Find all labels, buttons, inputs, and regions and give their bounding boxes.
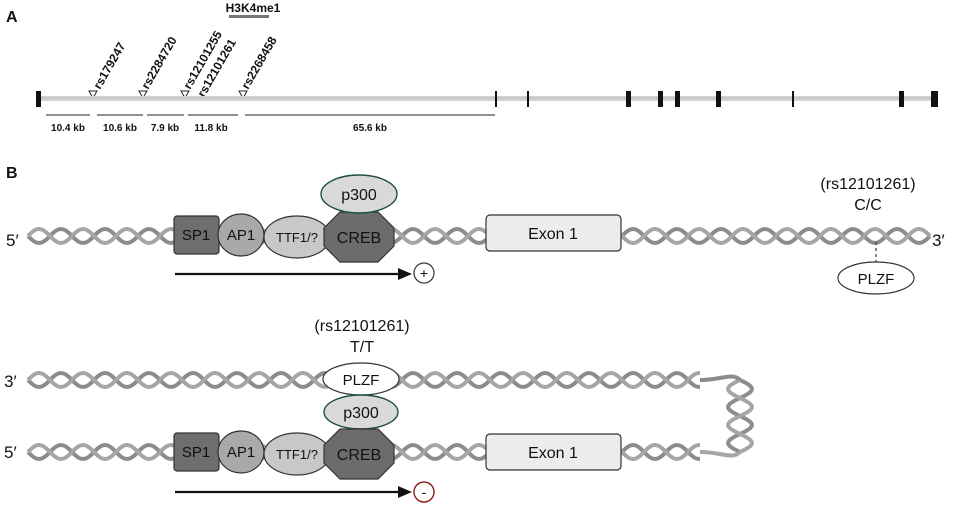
snp-marker-triangle: [180, 90, 190, 100]
plzf-label-bottom: PLZF: [343, 372, 380, 389]
creb-factor-bottom: [323, 428, 395, 480]
plzf-factor-top: [837, 261, 915, 295]
top-five-prime-label: 5′: [6, 231, 19, 250]
snp-marker-triangle: [238, 90, 248, 100]
exon-block: [495, 91, 497, 107]
positive-effect-symbol: +: [420, 265, 428, 281]
h3k4me1-label: H3K4me1: [226, 1, 281, 15]
bottom-snp-label: (rs12101261): [314, 318, 409, 335]
plzf-label-top: PLZF: [858, 271, 895, 288]
panel-a-label: A: [6, 9, 18, 26]
dna-strand: [699, 374, 742, 382]
ttf1-label-bottom: TTF1/?: [276, 447, 318, 462]
dna-strand: [726, 378, 754, 454]
sp1-label-top: SP1: [182, 227, 210, 244]
exon-block: [658, 91, 663, 107]
distance-label-3: 7.9 kb: [151, 123, 179, 134]
snp-marker-triangle: [88, 90, 98, 100]
distance-label-4: 11.8 kb: [194, 123, 227, 134]
h3k4me1-bar: [229, 15, 269, 18]
exon-block: [527, 91, 529, 107]
repression-arrow-head: [398, 486, 412, 498]
bottom-five-prime-label: 5′: [4, 443, 17, 462]
sp1-label-bottom: SP1: [182, 444, 210, 461]
exon-block: [931, 91, 938, 107]
distance-label-2: 10.6 kb: [103, 123, 137, 134]
ttf1-label-top: TTF1/?: [276, 230, 318, 245]
panel-b-label: B: [6, 165, 18, 182]
snp-label-rs2268458: rs2268458: [238, 34, 279, 92]
distance-label-1: 10.4 kb: [51, 123, 85, 134]
creb-label-top: CREB: [337, 230, 381, 247]
exon1-box-bottom: [485, 433, 622, 471]
dna-strand: [699, 450, 742, 458]
exon-block: [675, 91, 680, 107]
negative-effect-symbol: -: [422, 484, 427, 500]
exon1-box-top: [485, 214, 622, 252]
top-snp-label: (rs12101261): [820, 176, 915, 193]
exon-block: [716, 91, 721, 107]
exon1-label-bottom: Exon 1: [528, 445, 578, 462]
positive-effect-circle: [413, 262, 435, 284]
exon-block: [899, 91, 904, 107]
dna-helix-loop: [699, 374, 754, 458]
snp-label-rs179247: rs179247: [90, 40, 128, 92]
exon-block: [36, 91, 41, 107]
p300-label-bottom: p300: [343, 405, 379, 422]
top-three-prime-label: 3′: [932, 231, 945, 250]
p300-label-top: p300: [341, 187, 377, 204]
top-genotype-label: C/C: [854, 197, 882, 214]
creb-label-bottom: CREB: [337, 447, 381, 464]
bottom-genotype-label: T/T: [350, 339, 374, 356]
snp-markers: [88, 90, 248, 100]
ap1-label-top: AP1: [227, 227, 255, 244]
distance-label-5: 65.6 kb: [353, 123, 387, 134]
snp-label-rs2284720: rs2284720: [138, 34, 179, 92]
ap1-label-bottom: AP1: [227, 444, 255, 461]
exon1-label-top: Exon 1: [528, 226, 578, 243]
exon-markers: [36, 91, 938, 107]
dna-helix-top: [26, 227, 932, 245]
snp-marker-triangle: [138, 90, 148, 100]
negative-effect-circle: [413, 481, 435, 503]
bottom-three-prime-label: 3′: [4, 372, 17, 391]
exon-block: [626, 91, 631, 107]
p300-factor-top: [320, 174, 398, 214]
exon-block: [792, 91, 794, 107]
creb-factor-top: [323, 211, 395, 263]
activation-arrow-head: [398, 268, 412, 280]
